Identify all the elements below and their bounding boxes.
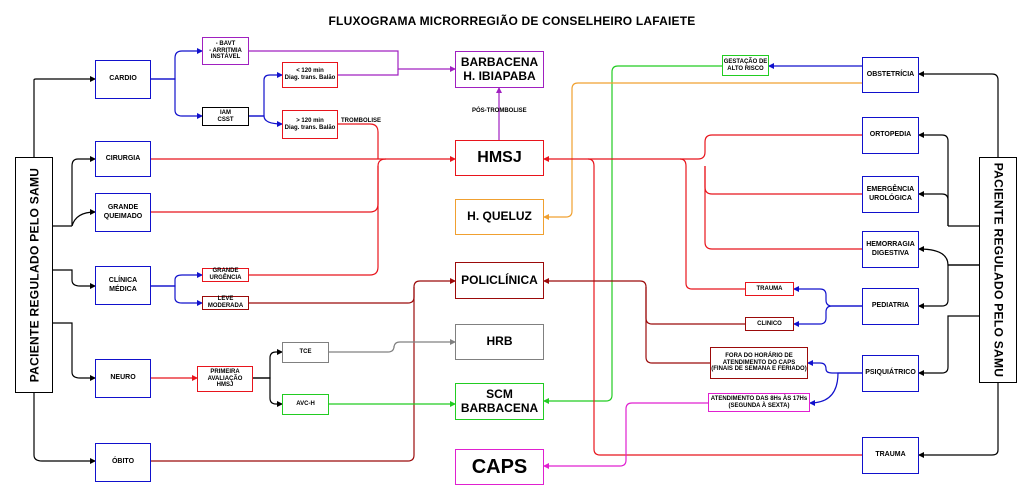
wire-iam-gt120 — [249, 115, 283, 127]
leve-moderada-box: LEVE MODERADA — [202, 296, 249, 310]
wire-hemorragia-hmsj — [704, 166, 862, 250]
wire-root-obito — [33, 393, 96, 464]
hemorragia-digestiva-box: HEMORRAGIA DIGESTIVA — [862, 231, 919, 268]
wire-group-queimado — [71, 209, 96, 227]
pos-trombolise-label: PÓS-TROMBOLISE — [472, 108, 527, 114]
wire-psiq-fora — [807, 360, 862, 374]
policlinica-box: POLICLÍNICA — [455, 262, 544, 299]
wire-traumaped-hmsj — [679, 158, 745, 290]
tce-box: TCE — [282, 342, 329, 363]
trauma-box: TRAUMA — [862, 437, 919, 474]
fora-horario-box: FORA DO HORÁRIO DE ATENDIMENTO DO CAPS (… — [710, 347, 808, 379]
clinica-medica-box: CLÍNICA MÉDICA — [95, 266, 151, 305]
wire-gestacao-scm — [543, 65, 722, 404]
wire-rgroup-pediatria — [918, 264, 979, 309]
left-root-box: PACIENTE REGULADO PELO SAMU — [15, 157, 53, 393]
wire-emergencia-hmsj — [704, 166, 862, 195]
wire-rroot-psiquiatrico — [918, 315, 979, 376]
gt120-box: > 120 min Diag. trans. Balão — [282, 110, 338, 139]
avc-h-box: AVC-H — [282, 394, 329, 415]
wire-iam-lt120 — [249, 72, 283, 117]
lt120-box: < 120 min Diag. trans. Balão — [282, 62, 338, 88]
wire-psiq-atendimento — [809, 372, 862, 406]
wire-clinico-policlinica — [543, 278, 745, 325]
right-root-box: PACIENTE REGULADO PELO SAMU — [979, 157, 1017, 383]
left-root-label: PACIENTE REGULADO PELO SAMU — [27, 167, 41, 383]
wire-root-cardio — [33, 76, 96, 157]
trombolise-label: TROMBOLISE — [341, 118, 381, 124]
barbacena-ibiapaba-box: BARBACENA H. IBIAPABA — [455, 51, 544, 88]
emergencia-urologica-box: EMERGÊNCIA UROLÓGICA — [862, 176, 919, 213]
psiquiatrico-box: PSIQUIÁTRICO — [862, 355, 919, 392]
wire-pediatria-clinico — [793, 305, 862, 327]
wire-urgencia-hmsj — [249, 166, 379, 276]
wire-bavt-barbacena — [249, 50, 456, 72]
primeira-avaliacao-box: PRIMEIRA AVALIAÇÃO HMSJ — [197, 366, 253, 392]
wire-primeira-tce — [253, 349, 283, 379]
wire-obstetricia-queluz — [543, 82, 862, 220]
cirurgia-box: CIRURGIA — [95, 141, 151, 177]
wire-clinica-urgencia — [151, 272, 203, 287]
wire-clinica-leve — [151, 285, 203, 306]
wire-lt120-barbacena — [338, 69, 399, 76]
obito-box: ÓBITO — [95, 443, 151, 482]
wire-cardio-iam — [151, 78, 203, 119]
wire-trauma-hmsj — [587, 158, 862, 456]
wire-leve-policlinica — [249, 278, 456, 304]
wire-tce-hrb — [329, 339, 456, 353]
bavt-box: - BAVT - ARRITMIA INSTÁVEL — [202, 37, 249, 65]
gestacao-alto-risco-box: GESTAÇÃO DE ALTO RISCO — [722, 55, 769, 76]
wire-primeira-avch — [253, 377, 283, 407]
clinico-box: CLINICO — [745, 317, 794, 331]
trauma-pediatria-box: TRAUMA — [745, 282, 794, 296]
iam-box: IAM CSST — [202, 107, 249, 126]
wire-cardio-bavt — [151, 48, 203, 80]
hmsj-box: HMSJ — [455, 140, 544, 176]
wire-queimado-hmsj — [151, 158, 387, 213]
scm-barbacena-box: SCM BARBACENA — [455, 383, 544, 420]
ortopedia-box: ORTOPEDIA — [862, 117, 919, 154]
obstetricia-box: OBSTETRÍCIA — [862, 57, 919, 93]
wire-root-neuro — [53, 322, 96, 381]
wire-rroot-trauma — [918, 383, 999, 458]
h-queluz-box: H. QUELUZ — [455, 199, 544, 235]
right-root-label: PACIENTE REGULADO PELO SAMU — [991, 162, 1005, 378]
cardio-box: CARDIO — [95, 60, 151, 99]
atendimento-box: ATENDIMENTO DAS 8Hs ÀS 17Hs (SEGUNDA À S… — [708, 393, 810, 412]
hrb-box: HRB — [455, 324, 544, 360]
grande-urgencia-box: GRANDE URGÊNCIA — [202, 268, 249, 282]
wire-rgroup-emergencia — [918, 191, 949, 226]
wire-gt120-hmsj — [338, 123, 379, 159]
page-title: FLUXOGRAMA MICRORREGIÃO DE CONSELHEIRO L… — [328, 14, 696, 28]
caps-box: CAPS — [455, 449, 544, 485]
neuro-box: NEURO — [95, 359, 151, 398]
wire-rgroup-ortopedia — [918, 132, 949, 226]
wire-fora-policlinica — [645, 287, 710, 364]
wire-root-clinica — [53, 269, 96, 289]
wire-rgroup-hemorragia — [918, 246, 979, 266]
wire-obito-policlinica — [151, 287, 415, 462]
wire-rroot-obstetricia — [918, 71, 999, 157]
wire-ortopedia-hmsj — [543, 134, 862, 162]
grande-queimado-box: GRANDE QUEIMADO — [95, 193, 151, 232]
wire-group-cirurgia — [71, 156, 96, 226]
wire-atendimento-caps — [543, 402, 708, 469]
pediatria-box: PEDIATRIA — [862, 288, 919, 325]
wire-pediatria-traumaped — [793, 286, 862, 307]
